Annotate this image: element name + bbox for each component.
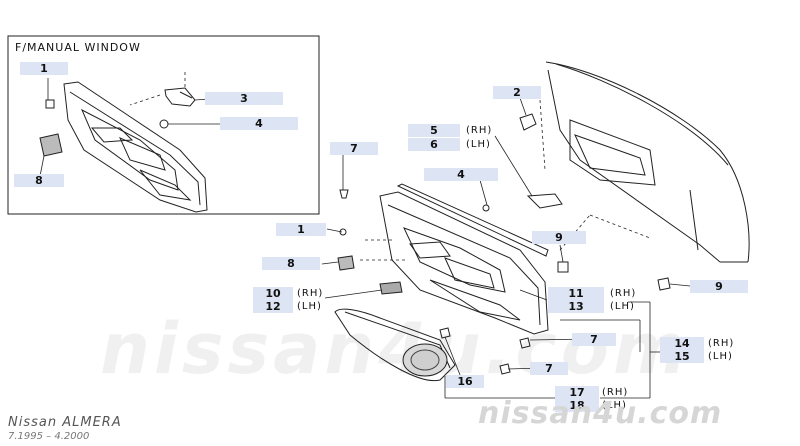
callout-4[interactable]: 4	[424, 168, 498, 181]
clip-9-b	[657, 277, 671, 291]
inset-cup-8	[39, 133, 63, 157]
site-name: nissan4u.com	[478, 396, 723, 431]
inset-title: F/MANUAL WINDOW	[15, 41, 141, 54]
callout-12[interactable]: 12	[253, 300, 293, 313]
callout-13[interactable]: 13	[548, 300, 604, 313]
callout-7-b[interactable]: 7	[572, 333, 616, 346]
inset-bracket	[164, 87, 196, 107]
main-leaders	[321, 97, 691, 399]
callout-10[interactable]: 10	[253, 287, 293, 300]
callout-14[interactable]: 14	[660, 337, 704, 350]
inset-frame	[7, 35, 320, 215]
callout-inset-3[interactable]: 3	[205, 92, 283, 105]
tag-5-rh: (RH)	[466, 125, 493, 136]
model-years: 7.1995 – 4.2000	[8, 431, 90, 442]
screw-16	[439, 327, 451, 339]
tag-15-lh: (LH)	[708, 351, 733, 362]
model-name: Nissan ALMERA	[8, 415, 122, 430]
callout-17[interactable]: 17	[555, 386, 599, 399]
main-door-trim	[379, 183, 549, 335]
tag-14-rh: (RH)	[708, 338, 735, 349]
callout-inset-4[interactable]: 4	[220, 117, 298, 130]
tag-13-lh: (LH)	[610, 301, 635, 312]
inset-clip-1	[45, 99, 55, 109]
bracket-4	[526, 193, 563, 209]
inset-door-trim	[63, 81, 208, 213]
watermark: nissan4u.com	[100, 308, 690, 390]
switch-10-12	[379, 281, 403, 295]
callout-7-c[interactable]: 7	[530, 362, 568, 375]
clip-9-a	[557, 261, 569, 273]
screw-4-main	[482, 204, 490, 212]
door-shell	[545, 61, 750, 263]
speaker-grille	[402, 343, 448, 377]
callout-inset-1[interactable]: 1	[20, 62, 68, 75]
tag-17-rh: (RH)	[602, 387, 629, 398]
clip-7-c	[499, 363, 511, 375]
tag-11-rh: (RH)	[610, 288, 637, 299]
callout-11[interactable]: 11	[548, 287, 604, 300]
callout-18[interactable]: 18	[555, 399, 599, 412]
callout-1[interactable]: 1	[276, 223, 326, 236]
callout-inset-8[interactable]: 8	[14, 174, 64, 187]
callout-9-a[interactable]: 9	[532, 231, 586, 244]
callout-16[interactable]: 16	[446, 375, 484, 388]
tag-18-lh: (LH)	[602, 400, 627, 411]
callout-8[interactable]: 8	[262, 257, 320, 270]
callout-15[interactable]: 15	[660, 350, 704, 363]
callout-2[interactable]: 2	[493, 86, 541, 99]
callout-6[interactable]: 6	[408, 138, 460, 151]
clip-7-b	[519, 337, 531, 349]
tag-6-lh: (LH)	[466, 139, 491, 150]
callout-5[interactable]: 5	[408, 124, 460, 137]
tag-10-rh: (RH)	[297, 288, 324, 299]
inset-screw-4	[159, 119, 169, 129]
clip-7-top	[339, 189, 349, 199]
callout-9-b[interactable]: 9	[690, 280, 748, 293]
callout-7-top[interactable]: 7	[330, 142, 378, 155]
tag-12-lh: (LH)	[297, 301, 322, 312]
cup-8-main	[337, 255, 355, 271]
clip-2	[519, 113, 537, 131]
